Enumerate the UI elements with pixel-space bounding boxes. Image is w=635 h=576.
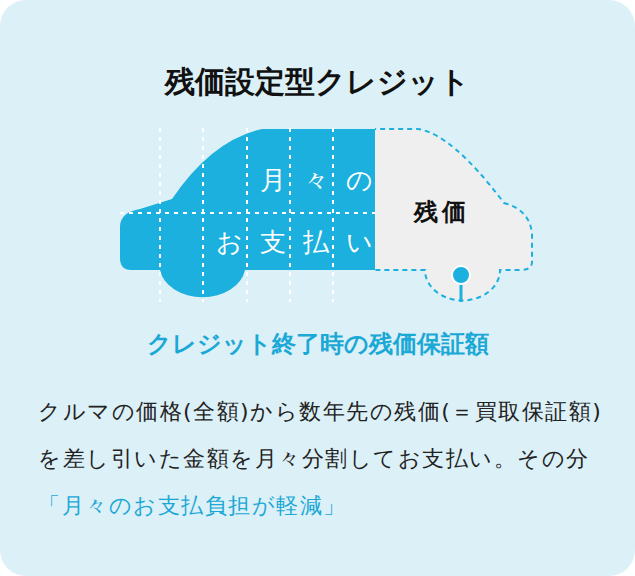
highlight-text: 「月々のお支払負担が軽減」 — [38, 493, 347, 518]
residual-text: 残価 — [414, 196, 470, 228]
description-text: クルマの価格(全額)から数年先の残価(＝買取保証額)を差し引いた金額を月々分割し… — [38, 388, 608, 529]
grid-lines — [120, 128, 375, 302]
callout-label: クレジット終了時の残価保証額 — [0, 328, 635, 360]
marker-dot — [452, 266, 470, 284]
paid-region: 月々のお支払い — [120, 128, 375, 302]
payment-text: お支払い — [216, 227, 390, 257]
payment-text: 月々の — [260, 165, 390, 195]
description-body: クルマの価格(全額)から数年先の残価(＝買取保証額)を差し引いた金額を月々分割し… — [38, 399, 602, 471]
residual-portion — [375, 129, 532, 300]
diagram-title: 残価設定型クレジット — [0, 62, 635, 103]
residual-region: 残価 — [375, 128, 532, 302]
